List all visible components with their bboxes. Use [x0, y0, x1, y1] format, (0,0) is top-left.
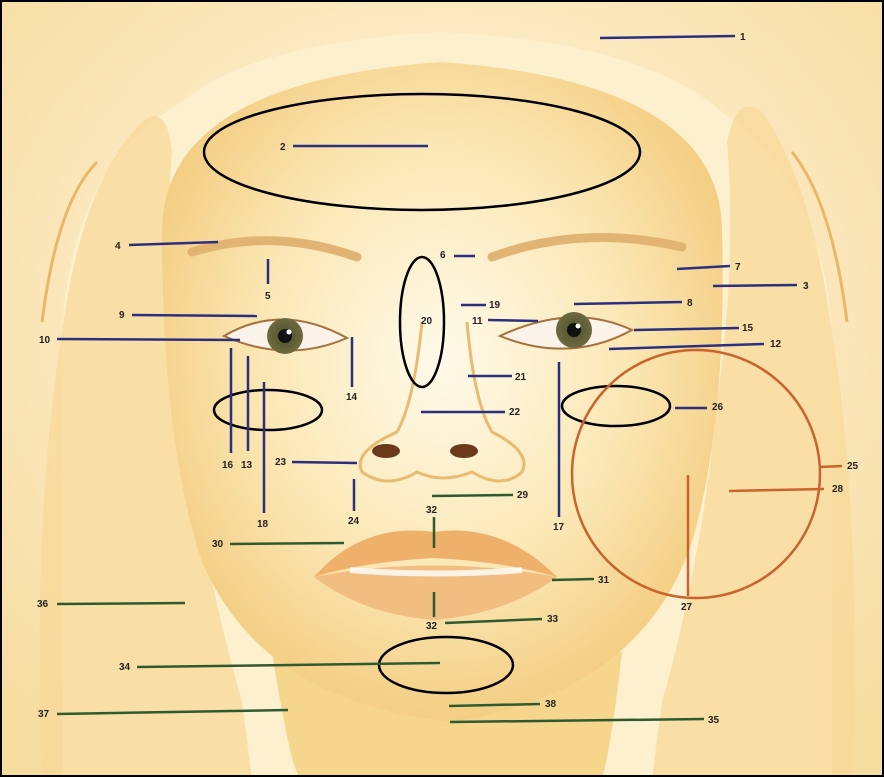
- label-4: 4: [115, 241, 121, 252]
- label-30: 30: [212, 539, 224, 550]
- label-36: 36: [37, 599, 49, 610]
- label-7: 7: [735, 262, 741, 273]
- label-10: 10: [39, 335, 51, 346]
- label-9: 9: [119, 310, 125, 321]
- label-35: 35: [708, 715, 720, 726]
- right-eye-highlight: [576, 324, 581, 329]
- label-31: 31: [598, 575, 610, 586]
- label-21: 21: [515, 372, 527, 383]
- label-26: 26: [712, 402, 724, 413]
- label-11: 11: [472, 316, 483, 327]
- label-3: 3: [803, 281, 809, 292]
- label-18: 18: [257, 519, 269, 530]
- label-37: 37: [38, 709, 50, 720]
- label-34: 34: [119, 662, 131, 673]
- label-29: 29: [517, 490, 529, 501]
- label-16: 16: [222, 460, 234, 471]
- label-19: 19: [489, 300, 501, 311]
- left-eye-highlight: [287, 330, 292, 335]
- label-15: 15: [742, 323, 754, 334]
- left-nostril: [372, 444, 400, 458]
- label-8: 8: [687, 298, 693, 309]
- label-32-top: 32: [426, 505, 438, 516]
- label-6: 6: [440, 250, 446, 261]
- label-13: 13: [241, 460, 253, 471]
- label-12: 12: [770, 339, 782, 350]
- label-5: 5: [265, 291, 271, 302]
- label-32-bottom: 32: [426, 621, 438, 632]
- label-23: 23: [275, 457, 287, 468]
- right-nostril: [450, 444, 478, 458]
- label-33: 33: [547, 614, 559, 625]
- label-22: 22: [509, 407, 521, 418]
- label-27: 27: [681, 602, 693, 613]
- label-20: 20: [421, 316, 433, 327]
- label-28: 28: [832, 484, 844, 495]
- label-24: 24: [348, 516, 360, 527]
- label-14: 14: [346, 392, 358, 403]
- label-1: 1: [740, 32, 746, 43]
- label-2: 2: [280, 142, 286, 153]
- label-25: 25: [847, 461, 859, 472]
- label-38: 38: [545, 699, 557, 710]
- teeth: [350, 570, 522, 574]
- label-17: 17: [553, 522, 565, 533]
